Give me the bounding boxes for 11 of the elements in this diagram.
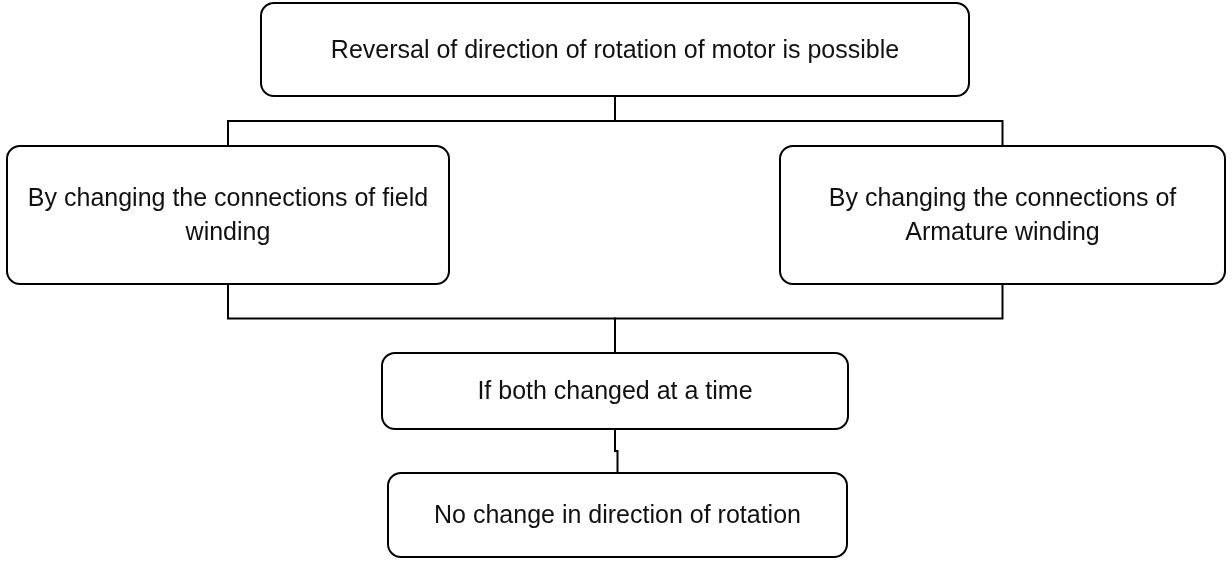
process-box [260,2,970,97]
process-box [779,145,1226,285]
connector-line [614,429,619,473]
process-box [381,352,849,430]
box-text: No change in direction of rotation [434,499,801,531]
box-text: Reversal of direction of rotation of motor is possible [330,33,900,65]
box-text: By changing the connections of Armature winding [827,182,1178,247]
box-text: By changing the connections of field winding [26,182,430,247]
process-box [6,145,450,285]
process-box [387,472,848,558]
box-text: If both changed at a time [477,375,753,407]
